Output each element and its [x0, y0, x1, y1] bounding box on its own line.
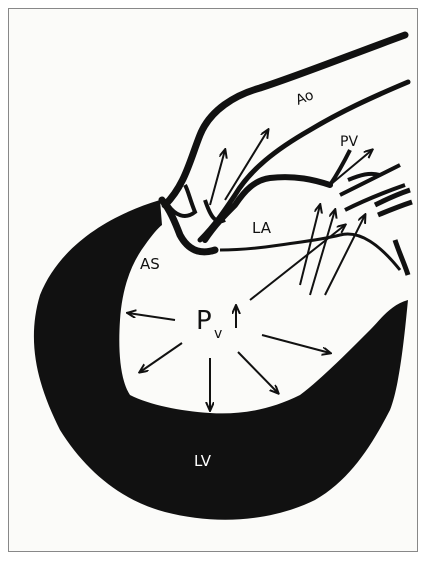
arrow-radial-left: [128, 313, 175, 320]
pulmonary-vein-stub: [395, 240, 408, 275]
label-pressure-subscript: v: [214, 326, 222, 342]
arrow-aorta-1: [210, 150, 225, 205]
label-la: LA: [252, 219, 272, 237]
label-lv: LV: [194, 452, 212, 470]
arrow-radial-right: [262, 335, 330, 353]
label-pressure: P: [196, 306, 212, 336]
left-ventricle-wall: [34, 200, 408, 520]
label-pv: PV: [340, 134, 358, 150]
arrow-radial-lower-left: [140, 343, 182, 372]
pulmonary-vein-2: [340, 165, 405, 210]
label-ao: Ao: [294, 87, 317, 109]
label-as: AS: [140, 255, 160, 273]
arrow-radial-lower-right: [238, 352, 278, 393]
